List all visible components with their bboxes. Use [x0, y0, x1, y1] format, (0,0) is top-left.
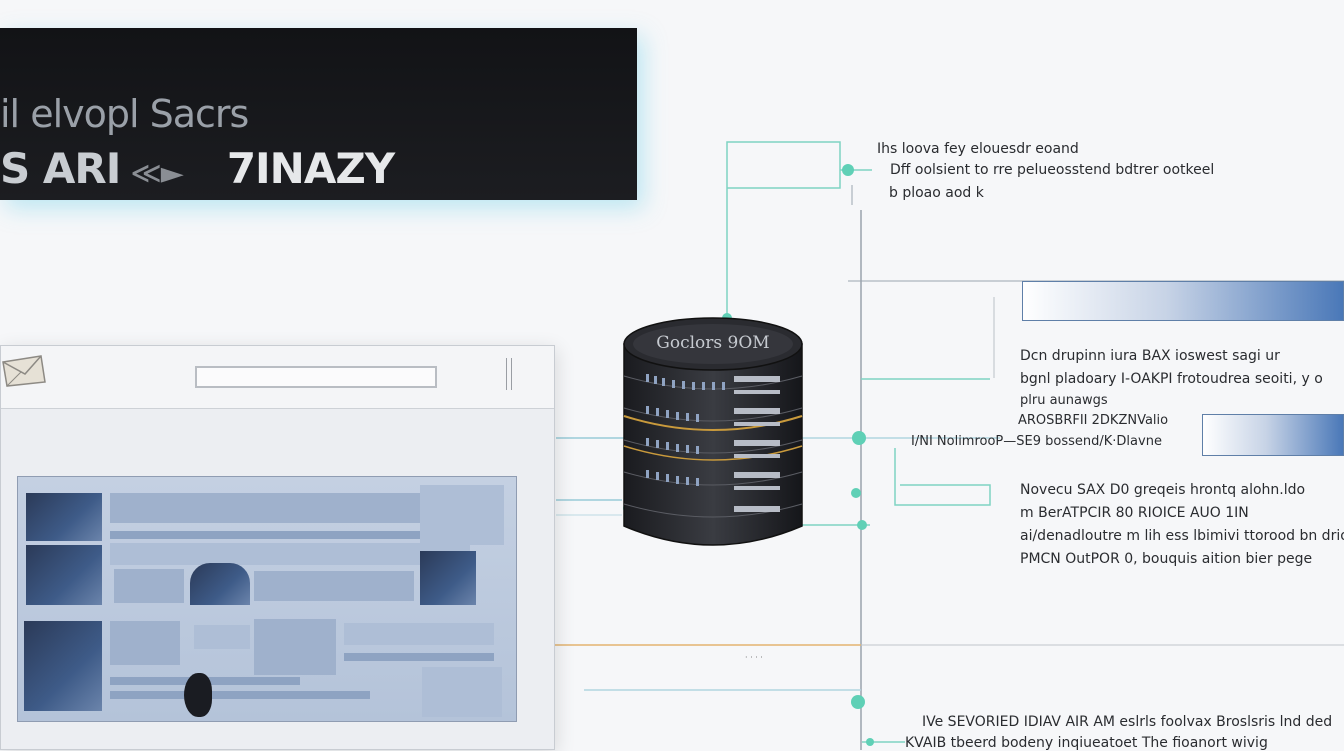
thumb-2	[26, 545, 102, 605]
row-line-2	[344, 653, 494, 661]
tile-8	[344, 623, 494, 645]
banner-subheading-arrows: ≪►	[130, 156, 183, 191]
tile-7	[254, 619, 336, 675]
thumb-3	[24, 621, 102, 711]
note-mid-2: bgnl pladoary I-OAKPI frotoudrea seoiti,…	[1020, 371, 1323, 387]
dashboard-preview	[17, 476, 517, 722]
tile-3	[254, 571, 414, 601]
browser-window	[0, 345, 555, 750]
note-top-3: b ploao aod k	[889, 185, 984, 201]
database-server-icon: Goclors 9OM	[623, 317, 803, 546]
progress-band-2	[1202, 414, 1344, 456]
row-line	[110, 531, 470, 539]
svg-text:· · · ·: · · · ·	[745, 653, 763, 662]
tile-4	[420, 551, 476, 605]
address-bar[interactable]	[195, 366, 437, 388]
note-bottom-2: KVAIB tbeerd bodeny inqiueatoet The fioa…	[905, 735, 1268, 751]
banner-subheading-code: 7INAZY	[226, 144, 395, 193]
banner-subheading: S ARI ≪► 7INAZY	[0, 144, 395, 193]
title-banner: il elvopl Sacrs S ARI ≪► 7INAZY	[0, 28, 637, 200]
note-bottom-1: IVe SEVORIED IDIAV AIR AM eslrls foolvax…	[922, 714, 1333, 730]
row-block	[110, 543, 470, 565]
server-label: Goclors 9OM	[656, 333, 769, 353]
note-top-2: Dff oolsient to rre pelueosstend bdtrer …	[890, 162, 1215, 178]
note-lower-3: ai/denadloutre m lih ess lbimivi ttorood…	[1020, 528, 1344, 544]
note-mid-1: Dcn drupinn iura BAX ioswest sagi ur	[1020, 348, 1280, 364]
tile-1	[114, 569, 184, 603]
side-panel	[420, 485, 504, 545]
cursor-shape	[184, 673, 212, 717]
tile-9	[422, 667, 502, 717]
banner-subheading-a: S ARI	[0, 144, 121, 193]
note-mid-4: AROSBRFII 2DKZNValio	[1018, 413, 1169, 428]
note-mid-label: I/NI NolimrooP—SE9 bossend/K·Dlavne	[911, 434, 1162, 449]
menu-handle-icon[interactable]	[506, 358, 520, 390]
note-lower-2: m BerATPCIR 80 RIOICE AUO 1IN	[1020, 505, 1249, 521]
thumb-1	[26, 493, 102, 541]
envelope-icon	[2, 355, 46, 387]
progress-band-1	[1022, 281, 1344, 321]
tile-2	[190, 563, 250, 605]
note-top-1: Ihs loova fey elouesdr eoand	[877, 141, 1079, 157]
note-lower-4: PMCN OutPOR 0, bouquis aition bier pege	[1020, 551, 1313, 567]
panel-header	[110, 493, 420, 523]
note-mid-3: plru aunawgs	[1020, 393, 1108, 408]
tile-5	[110, 621, 180, 665]
row-line-4	[110, 691, 370, 699]
tile-6	[194, 625, 250, 649]
note-lower-1: Novecu SAX D0 greqeis hrontq alohn.ldo	[1020, 482, 1306, 498]
banner-heading: il elvopl Sacrs	[0, 92, 249, 136]
browser-toolbar	[1, 346, 554, 409]
